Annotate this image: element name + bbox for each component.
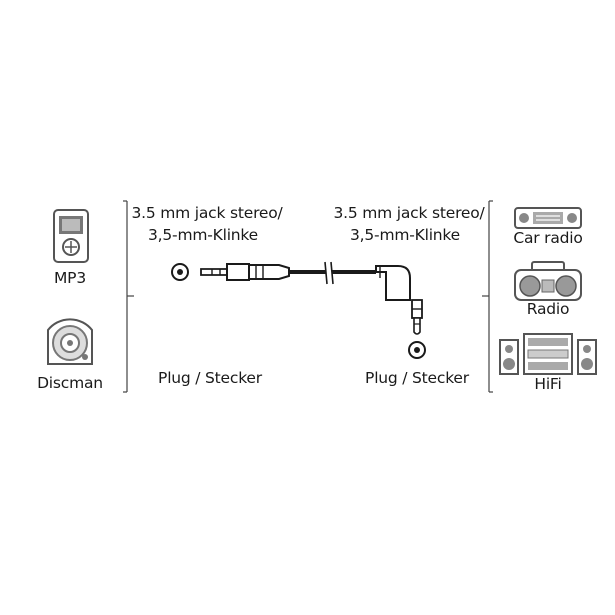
right-connector-type-line1: 3.5 mm jack stereo/	[333, 204, 485, 222]
device-label-discman: Discman	[37, 374, 103, 392]
left-bracket	[123, 200, 134, 393]
left-connector-type-line1: 3.5 mm jack stereo/	[131, 204, 283, 222]
left-connector-gender: Plug / Stecker	[158, 369, 262, 387]
left-connector-type-line2: 3,5-mm-Klinke	[148, 226, 258, 244]
right-connector-type-line2: 3,5-mm-Klinke	[350, 226, 460, 244]
cable	[289, 261, 376, 285]
straight-plug	[171, 263, 290, 281]
device-label-radio: Radio	[526, 300, 570, 318]
boombox-icon	[514, 261, 582, 301]
device-label-car-radio: Car radio	[513, 229, 583, 247]
device-label-mp3: MP3	[54, 269, 86, 287]
discman-icon	[47, 318, 93, 365]
device-label-hifi: HiFi	[534, 375, 562, 393]
right-connector-gender: Plug / Stecker	[365, 369, 469, 387]
right-bracket	[482, 200, 493, 393]
car-radio-icon	[514, 207, 582, 229]
hifi-system-icon	[499, 333, 597, 375]
mp3-player-icon	[53, 209, 89, 263]
angled-plug	[375, 265, 426, 359]
